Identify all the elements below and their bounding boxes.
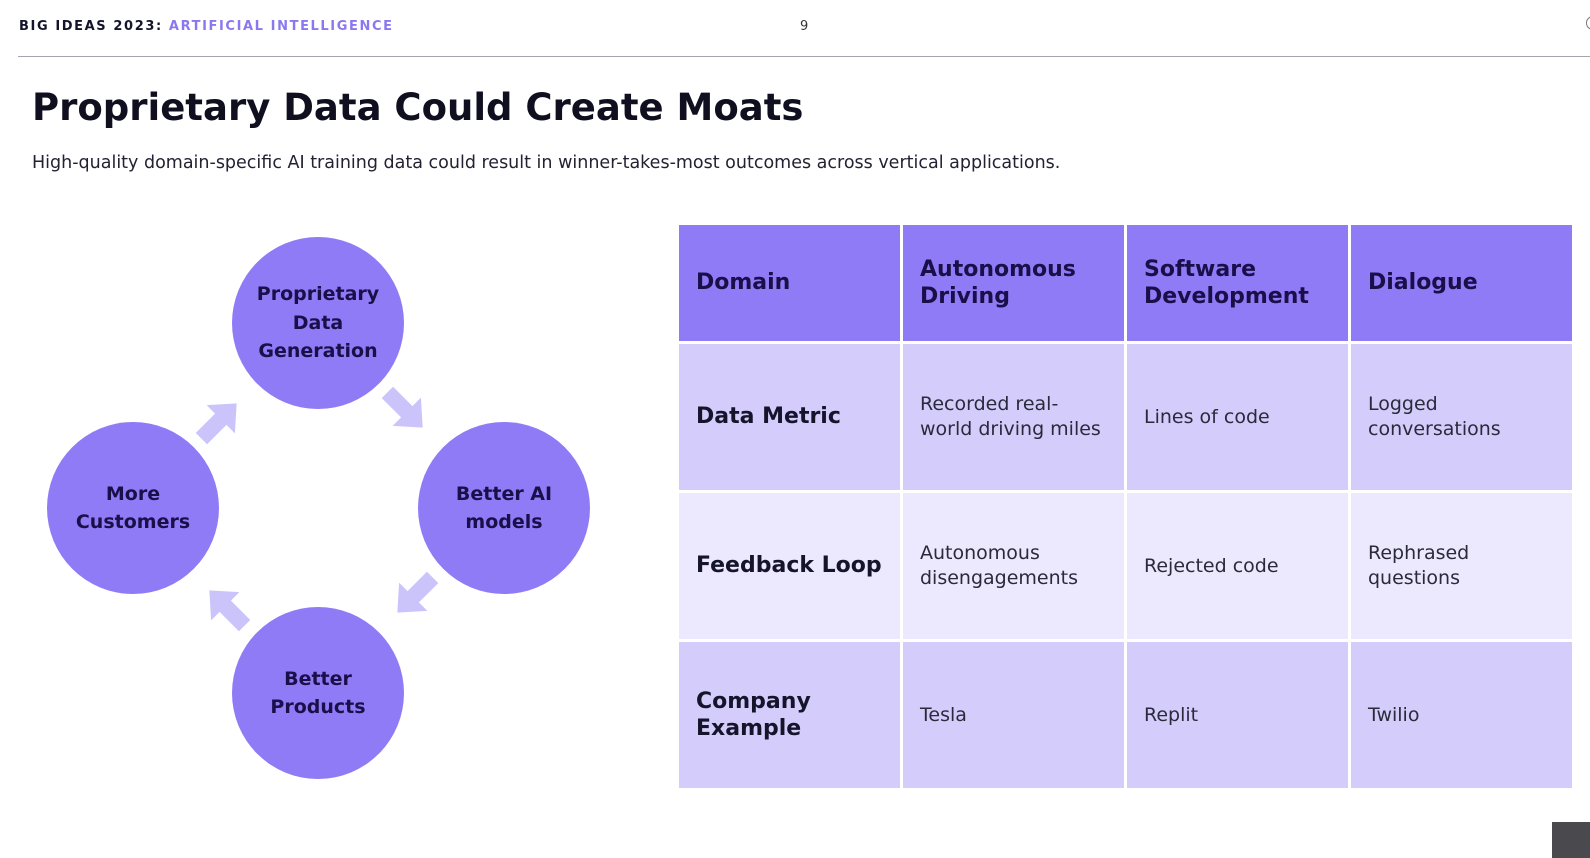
table-row: Data Metric Recorded real-world driving … <box>679 344 1572 490</box>
page-number: 9 <box>800 19 809 34</box>
table-cell: Tesla <box>903 642 1124 788</box>
arrow-up-left-icon <box>195 576 259 640</box>
table-cell: Twilio <box>1351 642 1572 788</box>
node-proprietary-data-generation: Proprietary Data Generation <box>232 237 404 409</box>
flywheel-diagram: Proprietary Data Generation Better AI mo… <box>0 200 660 820</box>
table-cell: Logged conversations <box>1351 344 1572 490</box>
slide-header: BIG IDEAS 2023: ARTIFICIAL INTELLIGENCE <box>19 19 394 34</box>
corner-block <box>1552 822 1590 858</box>
node-more-customers: More Customers <box>47 422 219 594</box>
row-label: Feedback Loop <box>679 493 900 639</box>
table-cell: Replit <box>1127 642 1348 788</box>
column-header: Dialogue <box>1351 225 1572 341</box>
column-header: Software Development <box>1127 225 1348 341</box>
column-header: Domain <box>679 225 900 341</box>
slide-title: Proprietary Data Could Create Moats <box>32 86 804 129</box>
edge-circle-icon <box>1586 16 1590 30</box>
column-header: Autonomous Driving <box>903 225 1124 341</box>
table-cell: Rephrased questions <box>1351 493 1572 639</box>
topic-label: ARTIFICIAL INTELLIGENCE <box>168 19 394 34</box>
table-row: Feedback Loop Autonomous disengagements … <box>679 493 1572 639</box>
table-cell: Lines of code <box>1127 344 1348 490</box>
row-label: Company Example <box>679 642 900 788</box>
node-label: Better Products <box>270 667 366 719</box>
node-label: More Customers <box>75 482 191 534</box>
row-label: Data Metric <box>679 344 900 490</box>
table-row: Company Example Tesla Replit Twilio <box>679 642 1572 788</box>
moat-comparison-table: Domain Autonomous Driving Software Devel… <box>676 222 1575 791</box>
node-better-ai-models: Better AI models <box>418 422 590 594</box>
arrow-down-right-icon <box>373 378 437 442</box>
arrow-up-right-icon <box>187 389 251 453</box>
series-label: BIG IDEAS 2023: <box>19 19 163 34</box>
table-header-row: Domain Autonomous Driving Software Devel… <box>679 225 1572 341</box>
arrow-down-left-icon <box>383 563 447 627</box>
table-cell: Autonomous disengagements <box>903 493 1124 639</box>
node-better-products: Better Products <box>232 607 404 779</box>
node-label: Proprietary Data Generation <box>256 283 380 363</box>
node-label: Better AI models <box>455 482 553 534</box>
table-cell: Rejected code <box>1127 493 1348 639</box>
slide-subtitle: High-quality domain-specific AI training… <box>32 153 1061 173</box>
table-cell: Recorded real-world driving miles <box>903 344 1124 490</box>
header-divider <box>18 56 1590 57</box>
